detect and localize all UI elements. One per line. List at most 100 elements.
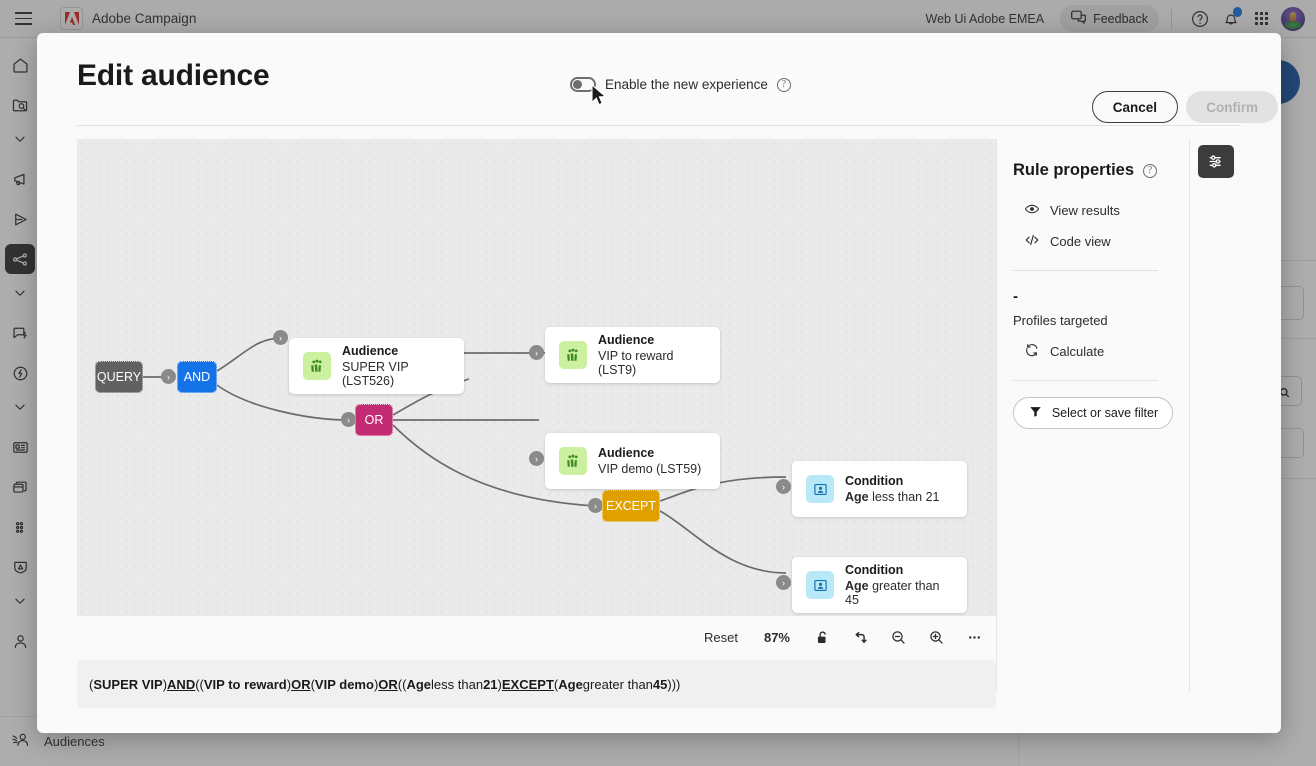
sidebar-item-profiles[interactable] <box>5 626 35 656</box>
expression-token: 21 <box>483 676 498 692</box>
expression-token: 45 <box>652 676 668 692</box>
connector-handle[interactable]: › <box>529 451 544 466</box>
user-avatar[interactable] <box>1277 3 1308 34</box>
chevron-down-icon[interactable] <box>11 398 29 426</box>
expression-token: ( <box>553 676 559 692</box>
unlock-icon[interactable] <box>806 622 838 652</box>
refresh-icon <box>1024 342 1040 361</box>
cancel-button[interactable]: Cancel <box>1091 91 1178 123</box>
profiles-targeted-label: Profiles targeted <box>1013 313 1108 328</box>
edit-audience-modal: Edit audience Enable the new experience … <box>37 33 1281 733</box>
more-ellipsis-icon[interactable] <box>958 622 990 652</box>
expression-bar[interactable]: (SUPER VIP) AND ((VIP to reward) OR (VIP… <box>77 660 996 708</box>
connector-handle[interactable]: › <box>161 369 176 384</box>
hamburger-menu-icon[interactable] <box>0 0 46 38</box>
card-field: Age <box>845 579 869 593</box>
flow-card-audience[interactable]: Audience SUPER VIP (LST526) <box>289 338 464 394</box>
help-circle-icon[interactable] <box>1184 3 1215 34</box>
expression-token: (( <box>397 676 407 692</box>
flow-node-or[interactable]: OR <box>355 404 393 436</box>
rule-properties-links: View results Code view <box>1013 195 1189 257</box>
sidebar-item-datasets[interactable] <box>5 512 35 542</box>
code-view-label: Code view <box>1050 234 1111 249</box>
flow-canvas[interactable]: QUERY › AND › › OR › › › EXCEPT › › Audi… <box>77 139 996 616</box>
sidebar-item-privacy[interactable] <box>5 552 35 582</box>
expression-token: ) <box>286 676 292 692</box>
new-experience-toggle-group: Enable the new experience ? <box>570 77 791 92</box>
view-results-link[interactable]: View results <box>1024 195 1189 226</box>
sidebar-item-assets[interactable] <box>5 472 35 502</box>
audience-group-icon <box>559 447 587 475</box>
expression-token: EXCEPT <box>501 676 554 692</box>
app-grid-icon[interactable] <box>1246 3 1277 34</box>
funnel-icon <box>1028 404 1043 422</box>
connector-handle[interactable]: › <box>776 479 791 494</box>
flow-node-and[interactable]: AND <box>177 361 217 393</box>
audience-group-icon <box>559 341 587 369</box>
sidebar-item-journeys[interactable] <box>5 204 35 234</box>
rule-properties-title: Rule properties <box>1013 161 1135 179</box>
reset-button[interactable]: Reset <box>704 629 738 645</box>
sidebar-item-campaigns[interactable] <box>5 164 35 194</box>
expression-token: ( <box>310 676 315 692</box>
rail-footer-label: Audiences <box>44 734 105 749</box>
eye-icon <box>1024 201 1040 220</box>
confirm-button: Confirm <box>1186 91 1278 123</box>
flow-card-audience[interactable]: Audience VIP demo (LST59) <box>545 433 720 489</box>
sliders-settings-icon[interactable] <box>1198 145 1234 178</box>
expression-token: less than <box>431 676 484 692</box>
card-type: Audience <box>598 446 655 460</box>
chevron-down-icon[interactable] <box>11 592 29 620</box>
code-view-link[interactable]: Code view <box>1024 226 1189 257</box>
expression-token: VIP demo <box>314 676 374 692</box>
sidebar-item-home[interactable] <box>5 50 35 80</box>
card-value: SUPER VIP (LST526) <box>342 360 409 388</box>
top-bar-right: Web Ui Adobe EMEA Feedback <box>926 0 1316 38</box>
feedback-button[interactable]: Feedback <box>1060 5 1159 32</box>
expression-token: OR <box>291 676 311 692</box>
reroute-arrow-icon[interactable] <box>844 622 876 652</box>
expression-token: ) <box>373 676 379 692</box>
flow-card-audience[interactable]: Audience VIP to reward (LST9) <box>545 327 720 383</box>
top-bar: Adobe Campaign Web Ui Adobe EMEA Feedbac… <box>0 0 1316 38</box>
connector-handle[interactable]: › <box>273 330 288 345</box>
zoom-in-icon[interactable] <box>920 622 952 652</box>
help-circle-icon[interactable]: ? <box>1143 163 1158 178</box>
flow-card-condition[interactable]: Condition Age less than 21 <box>792 461 967 517</box>
flow-card-condition[interactable]: Condition Age greater than 45 <box>792 557 967 613</box>
notification-bell-icon[interactable] <box>1215 3 1246 34</box>
expression-token: VIP to reward <box>203 676 287 692</box>
audiences-icon <box>10 729 31 755</box>
connector-handle[interactable]: › <box>341 412 356 427</box>
sidebar-item-landing-pages[interactable] <box>5 432 35 462</box>
select-or-save-filter-button[interactable]: Select or save filter <box>1013 397 1173 429</box>
sidebar-item-messages[interactable] <box>5 318 35 348</box>
chevron-down-icon[interactable] <box>11 130 29 158</box>
connector-handle[interactable]: › <box>588 498 603 513</box>
help-circle-icon[interactable]: ? <box>776 77 791 92</box>
sidebar-item-workflows[interactable] <box>5 244 35 274</box>
condition-profile-icon <box>806 475 834 503</box>
card-value: VIP demo (LST59) <box>598 462 702 476</box>
chevron-down-icon[interactable] <box>11 284 29 312</box>
sidebar-item-events[interactable] <box>5 358 35 388</box>
new-experience-toggle[interactable] <box>570 77 596 92</box>
flow-node-except[interactable]: EXCEPT <box>602 490 660 522</box>
sidebar-item-explorer[interactable] <box>5 90 35 120</box>
calculate-button[interactable]: Calculate <box>1024 336 1189 367</box>
expression-token: Age <box>406 676 432 692</box>
audience-group-icon <box>303 352 331 380</box>
brand-title: Adobe Campaign <box>92 11 197 26</box>
notification-badge <box>1232 7 1242 17</box>
flow-node-query[interactable]: QUERY <box>95 361 143 393</box>
card-type: Audience <box>342 344 399 358</box>
zoom-level[interactable]: 87% <box>763 629 790 645</box>
card-value: Age less than 21 <box>845 490 940 504</box>
expression-token: (( <box>195 676 204 692</box>
connector-handle[interactable]: › <box>529 345 544 360</box>
divider <box>1013 380 1158 381</box>
expression-token: ) <box>162 676 168 692</box>
connector-handle[interactable]: › <box>776 575 791 590</box>
divider <box>77 125 1241 126</box>
zoom-out-icon[interactable] <box>882 622 914 652</box>
